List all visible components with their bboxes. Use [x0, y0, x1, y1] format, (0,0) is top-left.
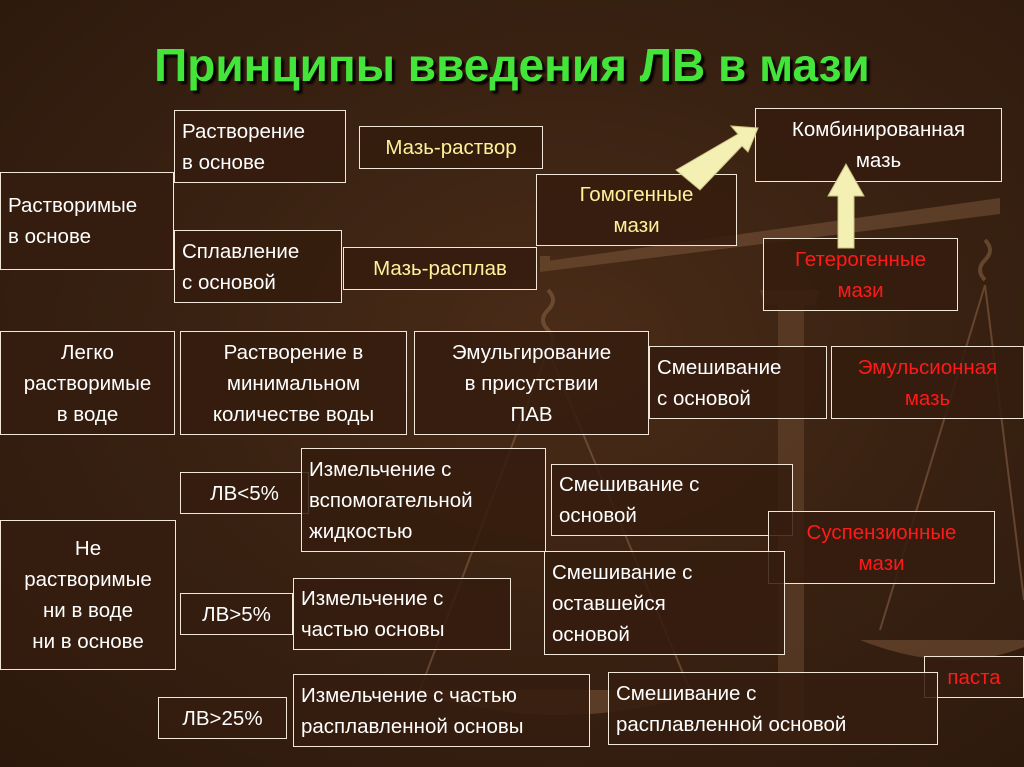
fusion-with-base-box: Сплавление с основой — [174, 230, 342, 303]
emulsion-ointment-box: Эмульсионная мазь — [831, 346, 1024, 419]
water-soluble-box: Легко растворимые в воде — [0, 331, 175, 435]
emulsify-surfactant-box: Эмульгирование в присутствии ПАВ — [414, 331, 649, 435]
combined-ointment-box: Комбинированная мазь — [755, 108, 1002, 182]
dissolve-min-water-box: Растворение в минимальном количестве вод… — [180, 331, 407, 435]
mix-remaining-base-box: Смешивание с оставшейся основой — [544, 551, 785, 655]
mix-melted-base-box: Смешивание с расплавленной основой — [608, 672, 938, 745]
lv-less-5-box: ЛВ<5% — [180, 472, 309, 514]
dissolve-in-base-box: Растворение в основе — [174, 110, 346, 183]
lv-greater-5-box: ЛВ>5% — [180, 593, 293, 635]
lv-greater-25-box: ЛВ>25% — [158, 697, 287, 739]
mix-with-base-box-1: Смешивание с основой — [649, 346, 827, 419]
suspension-ointments-box: Суспензионные мази — [768, 511, 995, 584]
soluble-in-base-box: Растворимые в основе — [0, 172, 174, 270]
mix-with-base-box-2: Смешивание с основой — [551, 464, 793, 536]
arrow-right-up-icon — [675, 125, 759, 191]
grind-aux-liquid-box: Измельчение с вспомогательной жидкостью — [301, 448, 546, 552]
grind-part-melted-base-box: Измельчение с частью расплавленной основ… — [293, 674, 590, 747]
paste-box: паста — [924, 656, 1024, 698]
ointment-melt-box: Мазь-расплав — [343, 247, 537, 290]
ointment-solution-box: Мазь-раствор — [359, 126, 543, 169]
page-title: Принципы введения ЛВ в мази — [154, 39, 870, 91]
heterogeneous-ointments-box: Гетерогенные мази — [763, 238, 958, 311]
grind-part-base-box: Измельчение с частью основы — [293, 578, 511, 650]
arrow-up-icon — [827, 162, 865, 249]
insoluble-box: Не растворимые ни в воде ни в основе — [0, 520, 176, 670]
